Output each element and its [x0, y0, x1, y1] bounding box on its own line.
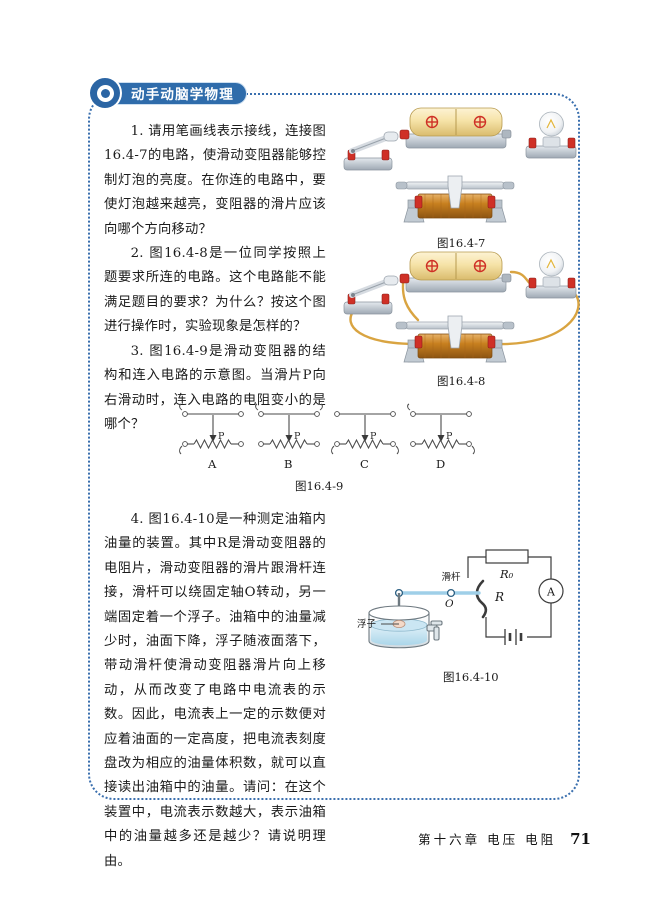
- svg-text:B: B: [284, 457, 292, 471]
- fuel-tank: [368, 605, 443, 649]
- exercise-paragraph-3: 3. 图16.4-9是滑动变阻器的结构和连入电路的示意图。当滑片P向右滑动时，连…: [104, 340, 326, 438]
- exercise-text: 1. 请用笔画线表示接线，连接图16.4-7的电路，使滑动变阻器能够控制灯泡的亮…: [104, 124, 326, 237]
- footer-chapter-title: 第十六章 电压 电阻: [418, 832, 557, 847]
- light-bulb-icon: [525, 251, 577, 299]
- battery-pack-icon: [399, 251, 512, 293]
- option-c-circuit: P C: [331, 411, 399, 471]
- figure-16-4-10: R₀ A R 滑杆 O: [355, 545, 583, 665]
- svg-text:P: P: [218, 431, 225, 442]
- section-header-pill: 动手动脑学物理: [114, 81, 247, 105]
- svg-text:P: P: [370, 431, 377, 442]
- exercise-paragraph-2: 2. 图16.4-8是一位同学按照上题要求所连的电路。这个电路能不能满足题目的要…: [104, 242, 326, 340]
- ammeter-label: A: [546, 586, 556, 599]
- figure-caption: 图16.4-8: [437, 374, 486, 388]
- float-label: 浮子: [357, 618, 377, 630]
- figure-caption: 图16.4-10: [443, 670, 499, 684]
- figure-16-4-9: P A P B P C P D: [175, 403, 475, 476]
- svg-text:P: P: [294, 431, 301, 442]
- figure-16-4-7: [330, 104, 580, 232]
- tap-icon: [426, 620, 443, 641]
- figure-16-4-8: [330, 248, 580, 370]
- section-header-badge: 动手动脑学物理: [90, 78, 247, 108]
- battery-pack-icon: [399, 107, 512, 149]
- exercise-text: 4. 图16.4-10是一种测定油箱内油量的装置。其中R是滑动变阻器的电阻片，滑…: [104, 512, 326, 869]
- light-bulb-icon: [525, 111, 577, 159]
- svg-text:P: P: [446, 431, 453, 442]
- fixed-resistor-symbol: [485, 549, 529, 564]
- slide-rod: [394, 588, 481, 598]
- option-d-circuit: P D: [407, 403, 475, 471]
- fixed-resistor-label: R₀: [499, 567, 514, 581]
- svg-text:C: C: [360, 457, 369, 471]
- exercise-paragraph-4: 4. 图16.4-10是一种测定油箱内油量的装置。其中R是滑动变阻器的电阻片，滑…: [104, 508, 326, 874]
- battery-symbol: [504, 629, 523, 645]
- rheostat-strip: [475, 579, 488, 619]
- page-footer: 第十六章 电压 电阻 71: [418, 829, 591, 848]
- pivot-label: O: [445, 598, 454, 610]
- svg-text:A: A: [207, 457, 217, 471]
- target-circle-icon: [90, 78, 120, 108]
- exercise-text: 3. 图16.4-9是滑动变阻器的结构和连入电路的示意图。当滑片P向右滑动时，连…: [104, 344, 326, 433]
- slide-rod-label: 滑杆: [441, 571, 461, 583]
- svg-text:D: D: [436, 457, 445, 471]
- figure-caption: 图16.4-7: [437, 236, 486, 250]
- exercise-paragraph-1: 1. 请用笔画线表示接线，连接图16.4-7的电路，使滑动变阻器能够控制灯泡的亮…: [104, 120, 326, 242]
- exercise-text: 2. 图16.4-8是一位同学按照上题要求所连的电路。这个电路能不能满足题目的要…: [104, 246, 326, 335]
- fuel-gauge-circuit: [467, 556, 552, 638]
- option-a-circuit: P A: [179, 403, 244, 471]
- rheostat-icon: [395, 315, 515, 363]
- switch-icon: [343, 275, 399, 315]
- rheostat-label: R: [494, 590, 504, 604]
- footer-page-number: 71: [570, 830, 591, 848]
- figure-caption: 图16.4-9: [295, 479, 344, 493]
- section-header-label: 动手动脑学物理: [131, 87, 234, 103]
- rheostat-icon: [395, 175, 515, 223]
- switch-icon: [343, 131, 399, 171]
- ammeter-symbol: [538, 578, 564, 604]
- option-b-circuit: P B: [255, 403, 323, 471]
